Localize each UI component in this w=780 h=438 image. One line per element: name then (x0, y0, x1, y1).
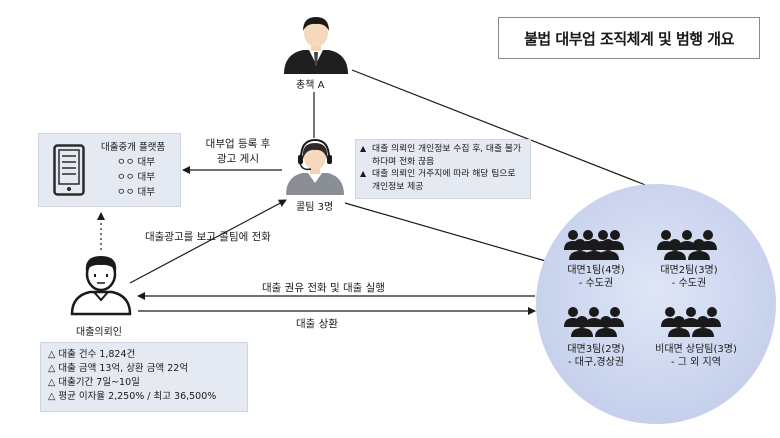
platform-item: ㅇㅇ 대부 (117, 172, 155, 183)
note-item: ▲ 대출 의뢰인 거주지에 따라 해당 팀으로 개인정보 제공 (360, 168, 526, 193)
team-region: - 그 외 지역 (671, 357, 721, 368)
register-ad-line2: 광고 게시 (217, 153, 259, 165)
client-to-callteam-arrow (129, 199, 287, 284)
stat-line: △ 대출 건수 1,824건 (48, 349, 136, 360)
team-name: 대면2팀(3명) (660, 265, 718, 276)
team-region: - 수도권 (671, 278, 707, 289)
note-text: 대출 의뢰인 거주지에 따라 해당 팀으로 개인정보 제공 (372, 169, 516, 192)
team-region: - 대구,경상권 (568, 357, 624, 368)
team-region: - 수도권 (578, 278, 614, 289)
platform-box: 대출중개 플랫폼 ㅇㅇ 대부 ㅇㅇ 대부 ㅇㅇ 대부 (38, 133, 181, 207)
stats-box: △ 대출 건수 1,824건 △ 대출 금액 13억, 상환 금액 22억 △ … (40, 342, 248, 412)
document-icon (53, 144, 85, 196)
note-item: ▲ 대출 의뢰인 개인정보 수집 후, 대출 불가하다며 전화 끊음 (360, 143, 526, 168)
triangle-bullet-icon: ▲ (360, 144, 367, 153)
platform-title: 대출중개 플랫폼 (101, 142, 166, 153)
platform-item: ㅇㅇ 대부 (117, 157, 155, 168)
team-group-icon (661, 307, 721, 337)
note-text: 대출 의뢰인 개인정보 수집 후, 대출 불가하다며 전화 끊음 (372, 144, 522, 167)
platform-text: 대출중개 플랫폼 ㅇㅇ 대부 ㅇㅇ 대부 ㅇㅇ 대부 (101, 140, 165, 200)
team-1: 대면1팀(4명) - 수도권 (558, 264, 634, 290)
boss-person-icon (284, 17, 348, 74)
team-group-icon (564, 230, 624, 260)
solicit-label: 대출 권유 전화 및 대출 실행 (262, 282, 385, 294)
boss-to-teams-line (351, 69, 649, 187)
client-person-icon (70, 256, 132, 316)
team-group-icon (564, 307, 624, 337)
repay-label: 대출 상환 (296, 318, 338, 330)
register-ad-line1: 대부업 등록 후 (205, 138, 271, 150)
register-ad-label: 대부업 등록 후 광고 게시 (203, 137, 273, 167)
team-3: 대면3팀(2명) - 대구,경상권 (556, 343, 636, 369)
team-4: 비대면 상담팀(3명) - 그 외 지역 (646, 343, 746, 369)
call-team-notes-box: ▲ 대출 의뢰인 개인정보 수집 후, 대출 불가하다며 전화 끊음 ▲ 대출 … (355, 139, 531, 199)
team-name: 대면3팀(2명) (567, 344, 625, 355)
teams-circle (536, 184, 776, 424)
platform-item: ㅇㅇ 대부 (117, 187, 155, 198)
stat-line: △ 평균 이자율 2,250% / 최고 36,500% (48, 391, 217, 402)
team-group-icon (657, 230, 717, 260)
page-title: 불법 대부업 조직체계 및 범행 개요 (498, 17, 760, 59)
client-label: 대출의뢰인 (76, 327, 122, 338)
stat-line: △ 대출 금액 13억, 상환 금액 22억 (48, 363, 189, 374)
call-team-label: 콜팀 3명 (296, 202, 334, 213)
triangle-bullet-icon: ▲ (360, 169, 367, 178)
team-name: 대면1팀(4명) (567, 265, 625, 276)
stat-line: △ 대출기간 7일~10일 (48, 377, 140, 388)
call-team-headset-icon (286, 139, 344, 195)
team-name: 비대면 상담팀(3명) (655, 344, 737, 355)
team-2: 대면2팀(3명) - 수도권 (651, 264, 727, 290)
see-ad-label: 대출광고를 보고 콜팀에 전화 (145, 231, 271, 243)
boss-label: 총책 A (296, 80, 325, 91)
callteam-to-teams-arrow (344, 202, 557, 266)
